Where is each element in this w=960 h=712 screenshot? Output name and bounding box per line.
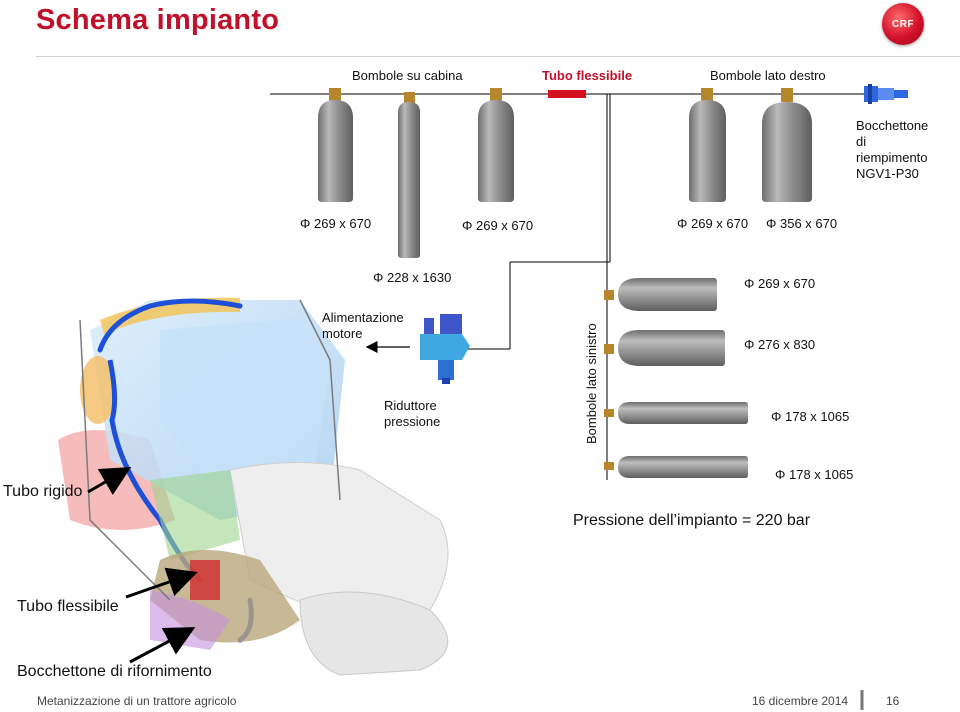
- dimension-label: Φ 269 x 670: [300, 216, 372, 231]
- footer-date: 16 dicembre 2014: [752, 694, 849, 708]
- bocchettone-arrow: [129, 627, 196, 664]
- filling-nozzle: [864, 84, 908, 104]
- tubo-flessibile-arrow: [125, 567, 198, 599]
- cylinder-cabin-long: [398, 92, 420, 258]
- cylinder-right-2: [762, 88, 812, 202]
- cylinder-left-1: [604, 278, 717, 311]
- label-bombole-sinistro: Bombole lato sinistro: [584, 323, 599, 444]
- label-alimentazione-line1: Alimentazione: [322, 310, 404, 325]
- cylinder-cabin-2: [478, 88, 514, 202]
- cylinder-left-4: [604, 456, 748, 478]
- label-bocchettone-line2: di: [856, 134, 867, 149]
- dimension-label: Φ 269 x 670: [677, 216, 749, 231]
- dimension-label: Φ 178 x 1065: [771, 409, 850, 424]
- tubo-rigido-arrow: [87, 466, 132, 496]
- cylinder-right-1: [689, 88, 726, 202]
- pressure-reducer: [420, 314, 470, 384]
- dimension-label: Φ 269 x 670: [744, 276, 816, 291]
- flexible-hose-marker: [548, 90, 586, 98]
- label-alimentazione-line2: motore: [322, 326, 363, 341]
- dimension-label: Φ 178 x 1065: [775, 467, 854, 482]
- label-pressione: Pressione dell’impianto = 220 bar: [573, 512, 811, 529]
- callout-tubo-flessibile: Tubo flessibile: [17, 598, 119, 615]
- label-bocchettone-line1: Bocchettone: [856, 118, 929, 133]
- page-title: Schema impianto: [36, 4, 280, 36]
- callout-tubo-rigido: Tubo rigido: [3, 483, 83, 500]
- tractor-illustration: [58, 297, 449, 676]
- header-divider: [36, 56, 960, 57]
- callout-bocchettone-rifornimento: Bocchettone di rifornimento: [17, 663, 212, 680]
- label-bocchettone-line3: riempimento: [856, 150, 928, 165]
- label-bombole-destro: Bombole lato destro: [710, 68, 826, 83]
- cylinder-cabin-1: [318, 88, 353, 202]
- dimension-label: Φ 269 x 670: [462, 218, 534, 233]
- cylinder-left-3: [604, 402, 748, 424]
- footer-page-number: 16: [886, 694, 900, 708]
- label-bombole-cabina: Bombole su cabina: [352, 68, 463, 83]
- dimension-label: Φ 276 x 830: [744, 337, 816, 352]
- crf-logo: CRF: [882, 3, 924, 45]
- label-tubo-flessibile-top: Tubo flessibile: [542, 68, 633, 83]
- cylinder-left-2: [604, 330, 725, 366]
- label-riduttore-line1: Riduttore: [384, 398, 437, 413]
- label-riduttore-line2: pressione: [384, 414, 441, 429]
- dimension-label: Φ 228 x 1630: [373, 270, 452, 285]
- dimension-label: Φ 356 x 670: [766, 216, 838, 231]
- label-bocchettone-line4: NGV1-P30: [856, 166, 919, 181]
- footer-title: Metanizzazione di un trattore agricolo: [37, 694, 237, 708]
